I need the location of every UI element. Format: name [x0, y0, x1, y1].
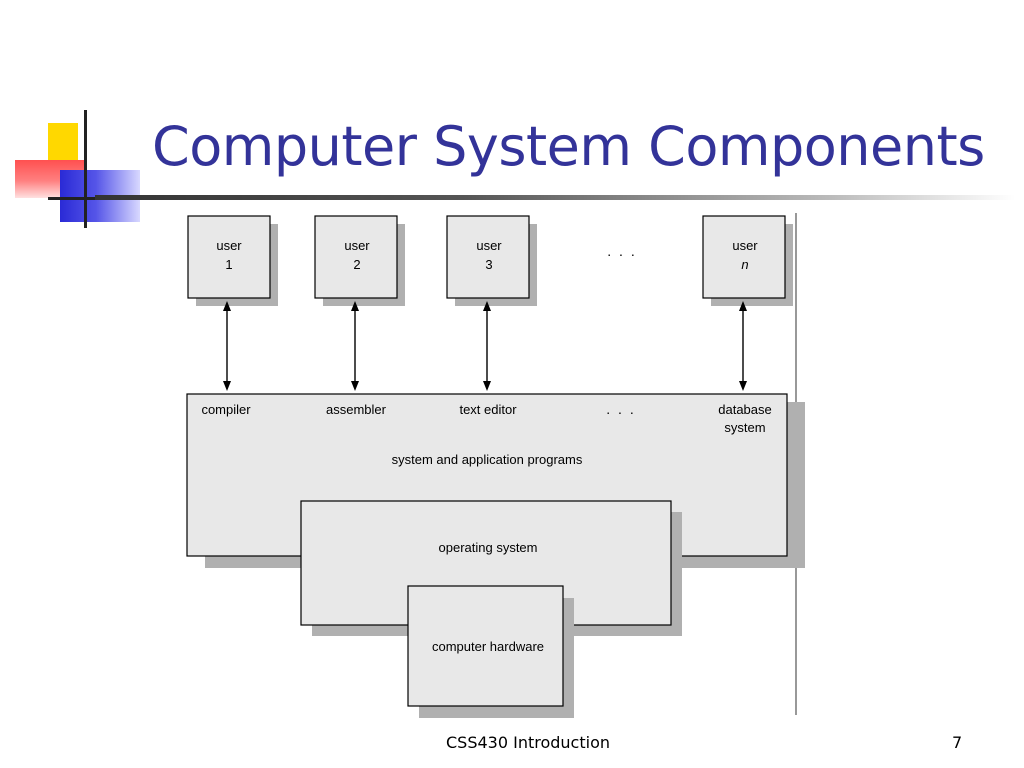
user-2-label: user: [344, 238, 370, 253]
user-box-n: user n: [702, 215, 793, 306]
user-n-label: user: [732, 238, 758, 253]
decoration-horizontal-line: [48, 197, 108, 200]
user-1-label: user: [216, 238, 242, 253]
program-database-system: system: [724, 420, 765, 435]
program-ellipsis: . . .: [606, 401, 635, 417]
user-box-1: user 1: [187, 215, 278, 306]
user-1-number: 1: [225, 257, 232, 272]
program-compiler: compiler: [201, 402, 251, 417]
slide-title: Computer System Components: [152, 115, 985, 178]
hardware-layer: computer hardware: [407, 585, 574, 718]
user-2-number: 2: [353, 257, 360, 272]
program-text-editor: text editor: [459, 402, 517, 417]
user-box-2: user 2: [314, 215, 405, 306]
page-number: 7: [952, 733, 963, 752]
program-assembler: assembler: [326, 402, 387, 417]
hardware-layer-label: computer hardware: [432, 639, 544, 654]
user-box-3: user 3: [446, 215, 537, 306]
slide-footer: CSS430 Introduction: [446, 733, 610, 752]
program-database: database: [718, 402, 772, 417]
yellow-square-decoration: [48, 123, 78, 165]
apps-layer-label: system and application programs: [392, 452, 583, 467]
os-layer-label: operating system: [439, 540, 538, 555]
user-ellipsis: . . .: [607, 243, 636, 259]
user-3-number: 3: [485, 257, 492, 272]
title-underline: [95, 195, 1015, 200]
decoration-vertical-line: [84, 110, 87, 228]
user-n-number: n: [741, 257, 748, 272]
user-3-label: user: [476, 238, 502, 253]
